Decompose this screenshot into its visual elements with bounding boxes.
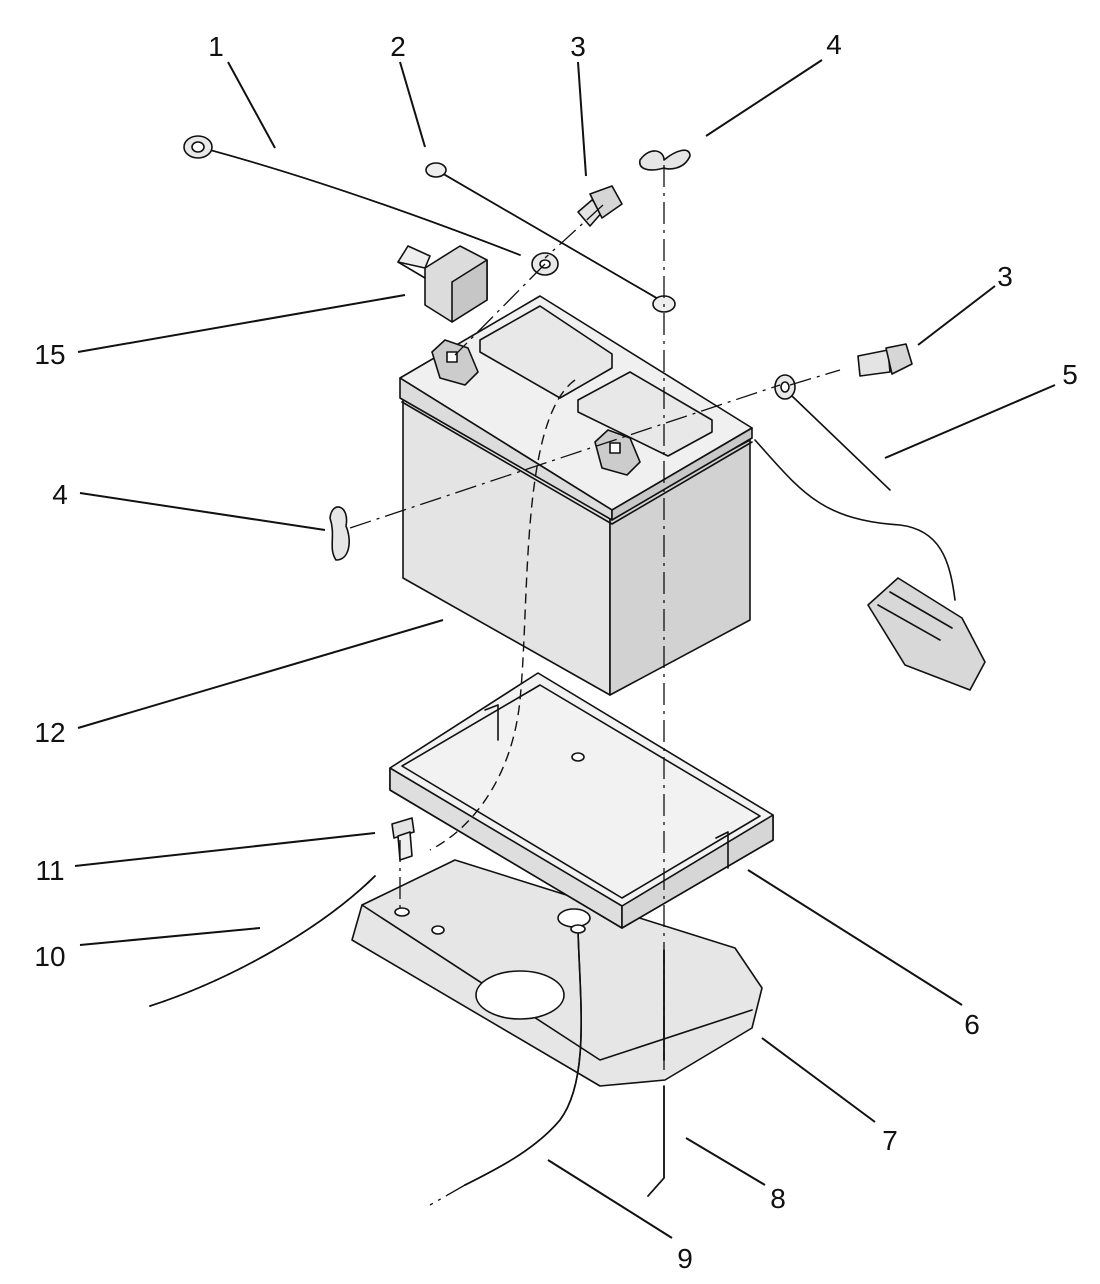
leader-4b — [79, 492, 326, 531]
leader-4a — [705, 59, 823, 137]
callout-7: 7 — [882, 1125, 898, 1156]
ground-strap — [425, 162, 676, 313]
wing-nut-left — [329, 506, 350, 561]
leader-10 — [79, 927, 261, 946]
leader-lines — [74, 59, 1056, 1239]
leader-11 — [74, 832, 376, 867]
assembly-center-lines — [349, 165, 841, 1206]
leader-8 — [685, 1137, 766, 1186]
callout-8: 8 — [770, 1183, 786, 1214]
battery-cable-positive — [183, 135, 559, 276]
callout-4a: 4 — [826, 29, 842, 60]
leader-3a — [577, 61, 587, 177]
leader-9 — [547, 1159, 673, 1239]
tray-screw — [391, 817, 415, 861]
leader-6 — [747, 869, 963, 1006]
leader-7 — [761, 1037, 876, 1123]
callout-labels: 1 2 3 4 3 5 15 4 12 11 10 6 7 8 9 — [34, 29, 1077, 1274]
callout-10: 10 — [34, 941, 65, 972]
leader-5 — [884, 384, 1056, 459]
callout-5: 5 — [1062, 359, 1078, 390]
leader-2 — [399, 61, 426, 148]
leader-3b — [917, 285, 996, 346]
drain-hose — [149, 875, 376, 1007]
callout-9: 9 — [677, 1243, 693, 1274]
callout-2: 2 — [390, 31, 406, 62]
callout-4b: 4 — [52, 479, 68, 510]
wing-nut-upper — [639, 149, 691, 171]
terminal-bolt-upper — [577, 185, 623, 227]
battery — [399, 295, 753, 851]
leader-1 — [227, 61, 276, 149]
terminal-bolt-right — [857, 343, 913, 377]
callout-15: 15 — [34, 339, 65, 370]
vent-hose-connector — [754, 439, 986, 691]
leader-12 — [77, 619, 444, 729]
callout-6: 6 — [964, 1009, 980, 1040]
terminal-boot — [397, 245, 488, 323]
leader-15 — [77, 294, 406, 353]
callout-11: 11 — [35, 855, 64, 886]
battery-cable-negative — [774, 374, 891, 491]
callout-3b: 3 — [997, 261, 1013, 292]
battery-support-plate — [351, 859, 763, 1087]
parts-drawing — [149, 135, 986, 1206]
vent-tube — [464, 924, 586, 1186]
hold-down-rod — [647, 949, 665, 1197]
callout-12: 12 — [34, 717, 65, 748]
battery-tray — [389, 672, 774, 929]
callout-3a: 3 — [570, 31, 586, 62]
callout-1: 1 — [208, 31, 224, 62]
